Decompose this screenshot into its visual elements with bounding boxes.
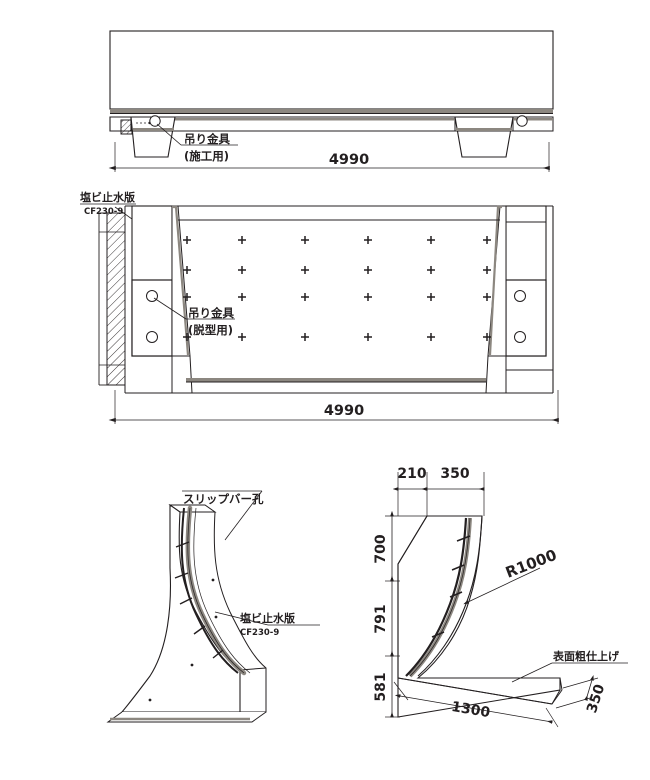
elevation-main-body — [109, 30, 554, 110]
iso-slip-bar-label: スリップバー孔 — [183, 492, 264, 506]
plan-right-lift-pocket — [505, 279, 547, 357]
elevation-left-foot — [130, 116, 176, 158]
plan-lifting-eye-left-lower — [146, 331, 158, 343]
elevation-lifting-eye-left — [149, 115, 161, 127]
section-waterstop-edge — [409, 517, 471, 677]
section-upper-slope — [397, 515, 428, 602]
section-view — [385, 472, 628, 728]
section-base-top — [418, 677, 563, 691]
plan-marker — [238, 333, 246, 341]
plan-deck-shade-band — [186, 378, 486, 382]
plan-waterstop-label-line2: CF230-9 — [84, 207, 123, 217]
iso-waterstop-label-line1: 塩ビ止水版 — [240, 611, 295, 625]
section-dim-791-label: 791 — [373, 604, 389, 633]
plan-marker — [301, 266, 309, 274]
elevation-right-foot — [454, 116, 514, 158]
elevation-callout-line1: 吊り金具 — [184, 132, 230, 146]
plan-marker — [427, 266, 435, 274]
section-rebar-line — [405, 517, 468, 677]
plan-marker — [483, 266, 491, 274]
plan-marker — [238, 266, 246, 274]
elevation-rail-shade — [133, 118, 455, 121]
plan-callout-line1: 吊り金具 — [188, 306, 234, 320]
section-dim-1300-line — [394, 694, 553, 724]
section-dim-350-label: 350 — [440, 466, 469, 482]
plan-marker — [427, 236, 435, 244]
plan-waterstop-leader — [114, 206, 133, 220]
plan-marker — [301, 293, 309, 301]
elevation-tie-dot — [148, 121, 151, 125]
elevation-lifting-eye-right — [516, 115, 528, 127]
iso-hole-dots — [148, 578, 218, 702]
plan-waterstop-strip — [106, 212, 126, 386]
plan-marker-grid — [183, 236, 491, 341]
plan-marker — [364, 236, 372, 244]
isometric-view — [106, 490, 320, 723]
plan-right-haunch-shade — [488, 205, 502, 356]
iso-bottom-right-edge — [239, 667, 267, 671]
plan-callout-line2: (脱型用) — [188, 323, 233, 337]
plan-callout-leader — [153, 297, 187, 320]
iso-rebar-ticks — [174, 541, 224, 659]
plan-marker — [301, 333, 309, 341]
elevation-dimension-label: 4990 — [329, 152, 369, 168]
elevation-waterstop-hatch — [120, 119, 133, 135]
plan-marker — [183, 266, 191, 274]
plan-marker — [364, 333, 372, 341]
plan-waterstop-label-line1: 塩ビ止水版 — [80, 190, 135, 204]
plan-marker — [483, 333, 491, 341]
section-dim-1300-label: 1300 — [450, 699, 491, 721]
plan-marker — [301, 236, 309, 244]
plan-dimension-label: 4990 — [324, 403, 364, 419]
iso-slip-bar-line — [180, 507, 239, 674]
plan-marker — [238, 293, 246, 301]
plan-marker — [427, 333, 435, 341]
elevation-seam-band — [110, 109, 553, 114]
plan-marker — [364, 266, 372, 274]
iso-waterstop-band-edge2 — [193, 507, 251, 674]
plan-marker — [364, 293, 372, 301]
plan-lifting-eye-left-upper — [146, 290, 158, 302]
plan-lifting-eye-right-lower — [514, 331, 526, 343]
section-rebar-ticks — [431, 535, 471, 638]
plan-left-haunch-shade — [172, 205, 190, 356]
section-surface-finish-label: 表面粗仕上げ — [552, 649, 620, 663]
elevation-callout-leader — [156, 123, 182, 146]
plan-marker — [427, 293, 435, 301]
iso-waterstop-leader — [214, 611, 269, 626]
elevation-callout-line2: (施工用) — [184, 149, 229, 163]
iso-bottom-slab — [106, 711, 267, 723]
section-base-end — [551, 689, 563, 705]
elevation-left-foot-shade — [133, 128, 174, 131]
section-dim-350b-line — [584, 675, 594, 701]
section-dim-581-label: 581 — [373, 672, 389, 701]
plan-view — [98, 205, 559, 424]
plan-lifting-eye-right-upper — [514, 290, 526, 302]
plan-marker — [183, 333, 191, 341]
plan-marker — [483, 236, 491, 244]
elevation-right-foot-shade — [456, 128, 512, 131]
plan-marker — [183, 293, 191, 301]
plan-marker — [483, 293, 491, 301]
iso-right-edge — [213, 511, 267, 713]
plan-left-foot — [171, 355, 193, 394]
plan-right-foot — [485, 355, 507, 394]
iso-slipbar-leader — [224, 490, 263, 541]
section-dim-210-label: 210 — [397, 466, 426, 482]
section-dim-700-label: 700 — [373, 534, 389, 563]
section-finish-leader — [511, 662, 553, 683]
elevation-right-lip-shade — [513, 118, 553, 121]
elevation-view — [108, 30, 554, 172]
iso-waterstop-label-line2: CF230-9 — [240, 628, 279, 638]
plan-marker — [183, 236, 191, 244]
plan-marker — [238, 236, 246, 244]
iso-waterstop-band-edge — [187, 507, 245, 674]
section-radius-leader — [463, 567, 541, 605]
